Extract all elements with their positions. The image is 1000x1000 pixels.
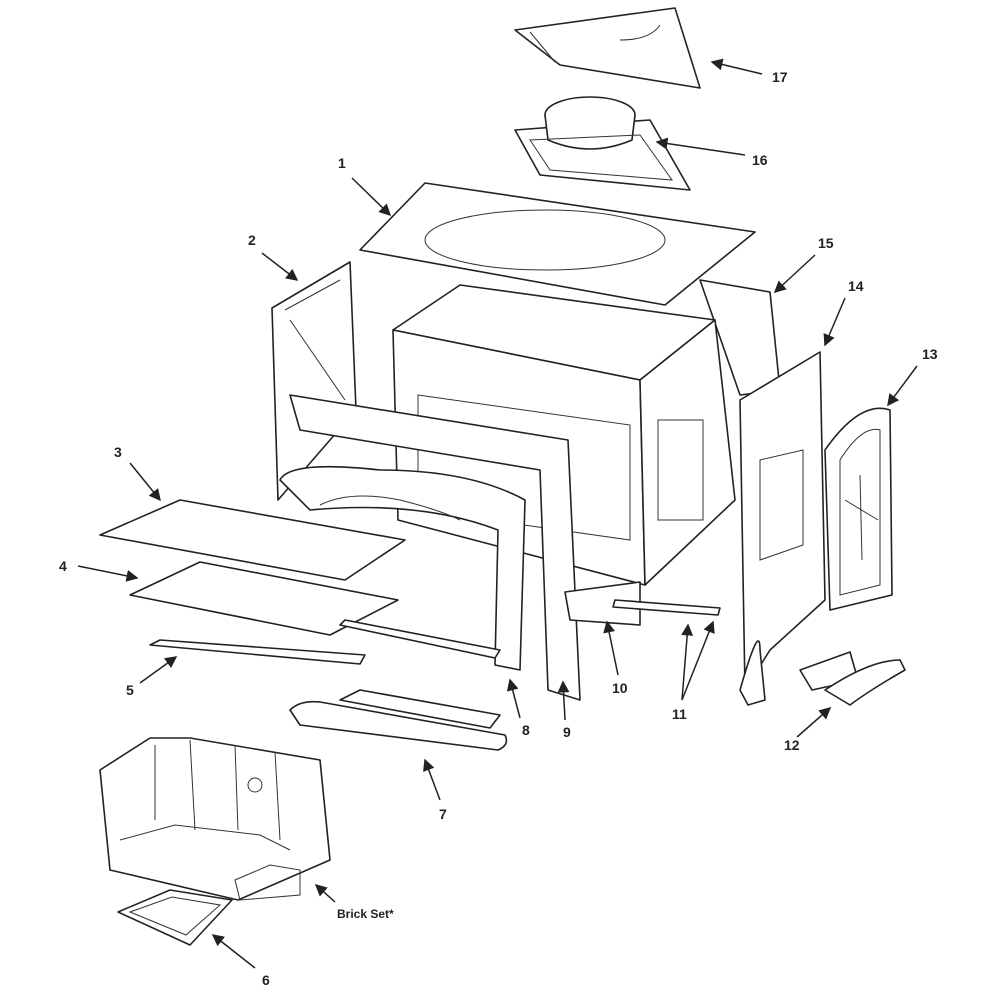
callout-6: 6 <box>262 972 270 988</box>
part-3-baffle-board <box>99 499 406 581</box>
callout-7: 7 <box>439 806 447 822</box>
callout-1: 1 <box>338 155 346 171</box>
part-16-flue-collar <box>514 96 691 191</box>
callout-12: 12 <box>784 737 800 753</box>
callout-13: 13 <box>922 346 938 362</box>
callout-brick-set: Brick Set* <box>337 907 394 921</box>
leader-arrows <box>77 58 918 969</box>
callout-3: 3 <box>114 444 122 460</box>
callout-9: 9 <box>563 724 571 740</box>
callout-14: 14 <box>848 278 864 294</box>
part-17-flue-cover <box>514 7 701 89</box>
callout-2: 2 <box>248 232 256 248</box>
part-brick-set <box>99 737 331 901</box>
part-5-air-tube <box>149 619 501 665</box>
part-8-front-door-frame <box>279 465 526 671</box>
callout-11: 11 <box>672 706 687 722</box>
part-12-ash-plate <box>799 651 906 706</box>
part-9-front-surround <box>289 394 581 701</box>
part-7-hearth-trim <box>289 689 508 751</box>
part-10-ash-lip <box>564 581 641 626</box>
part-4-baffle-plate <box>129 561 399 636</box>
callout-15: 15 <box>818 235 834 251</box>
part-2-left-side-panel <box>271 261 357 501</box>
callout-5: 5 <box>126 682 134 698</box>
callout-16: 16 <box>752 152 768 168</box>
callout-17: 17 <box>772 69 788 85</box>
part-13-side-door <box>824 407 893 611</box>
callout-8: 8 <box>522 722 530 738</box>
part-1-top <box>359 182 756 306</box>
callout-4: 4 <box>59 558 67 574</box>
part-11-air-controls <box>612 599 721 616</box>
callout-10: 10 <box>612 680 628 696</box>
part-14-right-side-panel <box>739 351 826 706</box>
part-6-ash-grate <box>117 889 233 946</box>
